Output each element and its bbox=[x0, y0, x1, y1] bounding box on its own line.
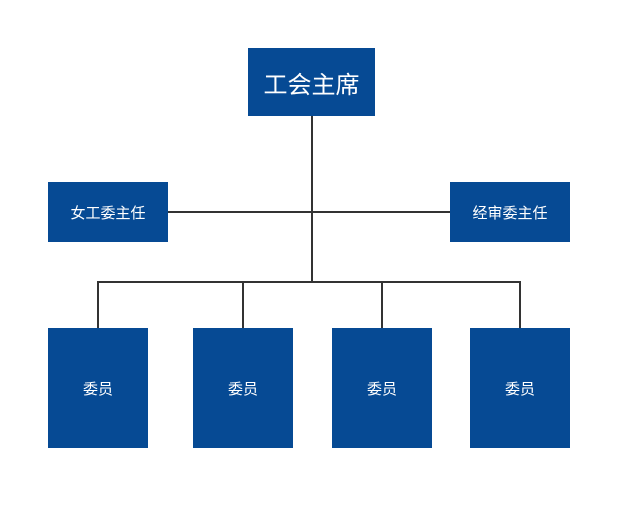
member-label-3: 委员 bbox=[366, 379, 397, 398]
member-box-3: 委员 bbox=[332, 328, 432, 448]
member-label-1: 委员 bbox=[82, 379, 113, 398]
connector-member-1 bbox=[97, 281, 99, 328]
audit-director-box: 经审委主任 bbox=[450, 182, 570, 242]
connector-member-3 bbox=[381, 281, 383, 328]
chair-box: 工会主席 bbox=[248, 48, 375, 116]
member-box-1: 委员 bbox=[48, 328, 148, 448]
connector-members-bar bbox=[97, 281, 521, 283]
connector-member-2 bbox=[242, 281, 244, 328]
chair-label: 工会主席 bbox=[263, 70, 360, 99]
member-label-4: 委员 bbox=[504, 379, 535, 398]
connector-chair-trunk bbox=[311, 116, 313, 282]
audit-director-label: 经审委主任 bbox=[472, 203, 548, 222]
female-workers-director-label: 女工委主任 bbox=[70, 203, 146, 222]
connector-member-4 bbox=[519, 281, 521, 328]
member-label-2: 委员 bbox=[227, 379, 258, 398]
female-workers-director-box: 女工委主任 bbox=[48, 182, 168, 242]
connector-directors bbox=[168, 211, 450, 213]
member-box-2: 委员 bbox=[193, 328, 293, 448]
member-box-4: 委员 bbox=[470, 328, 570, 448]
